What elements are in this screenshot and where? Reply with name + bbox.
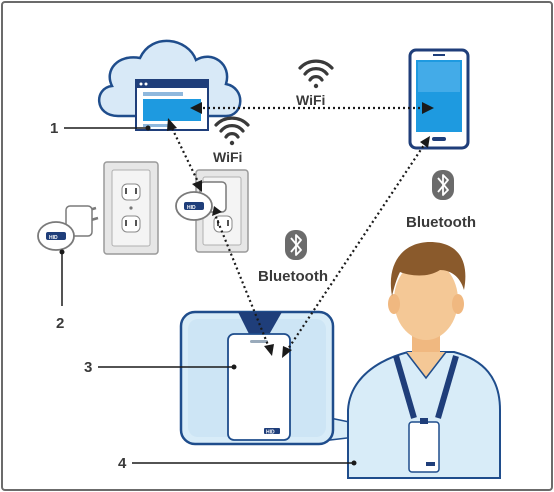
badge-brand: HID: [266, 430, 275, 436]
callout-number: 4: [118, 455, 127, 472]
svg-text:HID: HID: [49, 235, 58, 241]
callout-number: 2: [56, 315, 64, 332]
callout-number: 1: [50, 120, 58, 137]
smartphone-icon: [408, 48, 470, 150]
wifi-link-cloud-gateway: [169, 123, 201, 187]
callout-3: 3: [84, 359, 237, 376]
bluetooth-icon: [432, 170, 454, 200]
arrowheads: [167, 102, 434, 358]
plug-gateway-icon: HID: [37, 205, 99, 251]
wifi-icon: [214, 116, 250, 146]
bluetooth-link-phone-badge: [285, 141, 427, 353]
cloud-server-icon: [97, 39, 242, 131]
badge-card-icon: HID: [227, 333, 291, 441]
connection-lines: [169, 106, 427, 353]
person-icon: [347, 242, 501, 479]
wall-outlet-icon: [103, 161, 159, 255]
bluetooth-icon: [285, 230, 307, 260]
wifi-label-top: WiFi: [296, 92, 325, 108]
callout-4: 4: [118, 455, 357, 472]
callout-1: 1: [50, 120, 151, 137]
bluetooth-label-right: Bluetooth: [406, 214, 476, 231]
wifi-label-left: WiFi: [213, 149, 242, 165]
callout-number: 3: [84, 359, 92, 376]
svg-text:HID: HID: [187, 205, 196, 211]
callout-2: 2: [56, 249, 65, 332]
bluetooth-label-center: Bluetooth: [258, 268, 328, 285]
wifi-icon: [298, 59, 334, 89]
